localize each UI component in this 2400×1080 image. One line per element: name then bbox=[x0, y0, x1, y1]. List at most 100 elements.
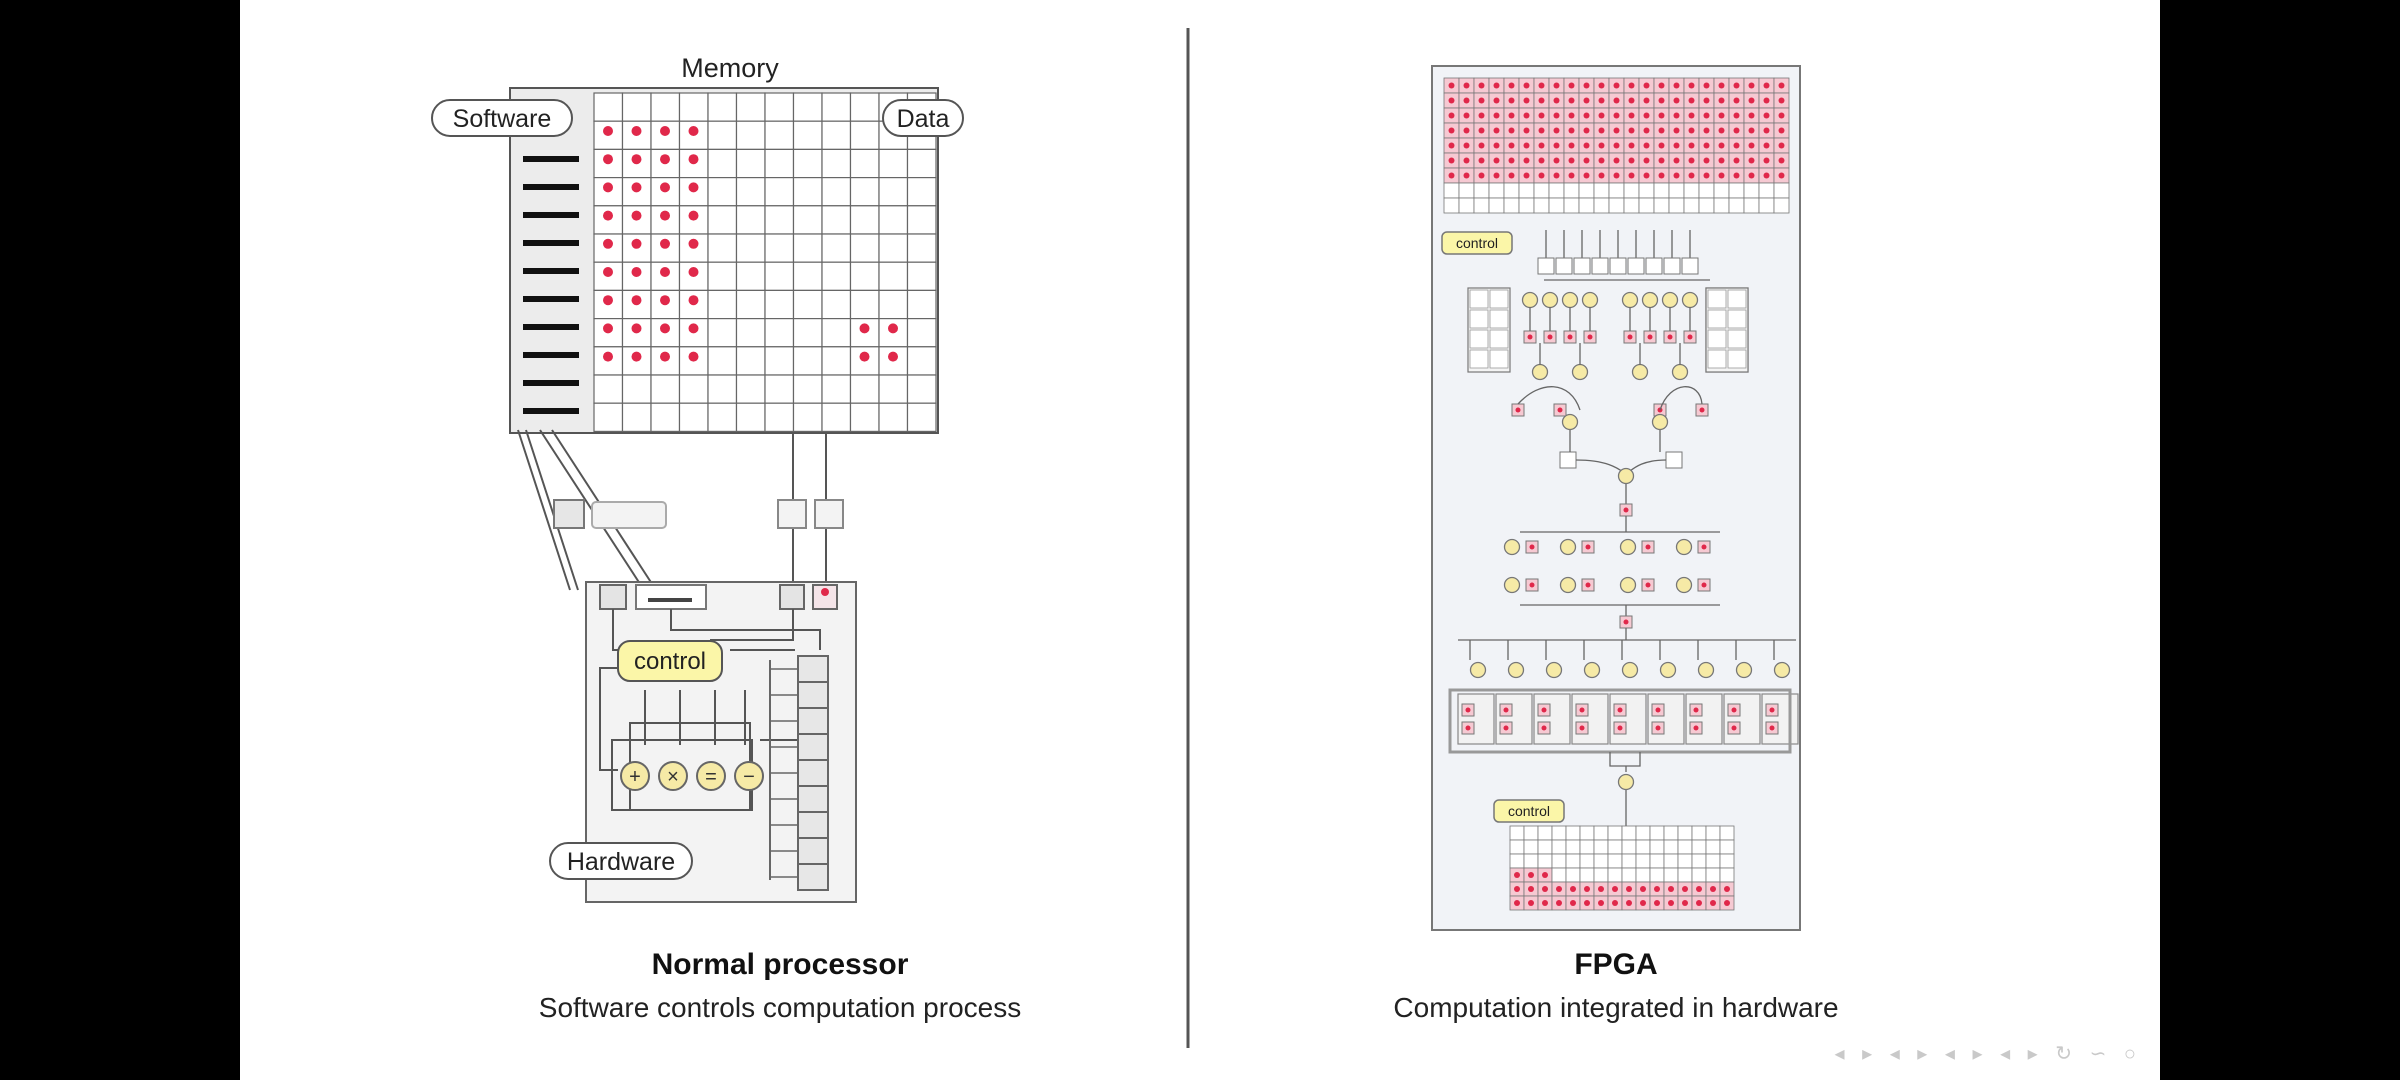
data-dot bbox=[631, 182, 642, 193]
fpga-data-dot bbox=[1463, 97, 1470, 104]
fpga-register-dot bbox=[1701, 582, 1707, 588]
memory-cell bbox=[678, 92, 709, 122]
fpga-output-memory bbox=[1509, 825, 1735, 911]
memory-cell bbox=[593, 233, 624, 263]
memory-cell bbox=[764, 402, 795, 433]
fpga-data-dot bbox=[1628, 82, 1635, 89]
fpga-side-cell bbox=[1469, 289, 1489, 309]
fpga-memory-cell bbox=[1683, 182, 1700, 199]
memory-cell bbox=[764, 92, 795, 122]
fpga-data-dot bbox=[1448, 82, 1455, 89]
fpga-op-node bbox=[1651, 413, 1669, 431]
data-dot bbox=[859, 323, 870, 334]
fpga-input-memory bbox=[1443, 77, 1790, 214]
fpga-op-node bbox=[1617, 773, 1635, 791]
fpga-memory-cell bbox=[1728, 182, 1745, 199]
fpga-data-dot bbox=[1748, 82, 1755, 89]
memory-cell bbox=[821, 346, 852, 376]
fpga-data-dot bbox=[1508, 172, 1515, 179]
fpga-memory-cell bbox=[1503, 197, 1520, 214]
fpga-op-node bbox=[1545, 661, 1563, 679]
fpga-data-dot bbox=[1598, 142, 1605, 149]
memory-cell bbox=[792, 120, 823, 150]
fpga-op-node bbox=[1671, 363, 1689, 381]
fpga-op-node bbox=[1675, 538, 1693, 556]
fpga-memory-cell bbox=[1668, 182, 1685, 199]
fpga-data-dot bbox=[1718, 157, 1725, 164]
fpga-data-dot bbox=[1628, 112, 1635, 119]
fpga-data-dot bbox=[1778, 82, 1785, 89]
fpga-data-dot bbox=[1553, 82, 1560, 89]
fpga-memory-cell bbox=[1683, 197, 1700, 214]
alu-op-circle bbox=[734, 761, 764, 791]
fpga-data-dot bbox=[1733, 127, 1740, 134]
fpga-op-node bbox=[1621, 661, 1639, 679]
fpga-output-cell bbox=[1537, 839, 1553, 855]
fpga-diagram: control control bbox=[1431, 65, 1801, 931]
data-dot bbox=[603, 126, 613, 136]
fpga-data-dot bbox=[1748, 142, 1755, 149]
fpga-buffer bbox=[1627, 257, 1645, 275]
fpga-output-dot bbox=[1710, 900, 1716, 906]
fpga-op-node bbox=[1507, 661, 1525, 679]
fpga-register-dot bbox=[1693, 707, 1699, 713]
fpga-register-dot bbox=[1579, 707, 1585, 713]
fpga-register-dot bbox=[1529, 544, 1535, 550]
fpga-register-dot bbox=[1769, 707, 1775, 713]
memory-cell bbox=[764, 318, 795, 348]
fpga-data-dot bbox=[1553, 97, 1560, 104]
register-cell bbox=[797, 837, 829, 865]
fpga-op-node bbox=[1583, 661, 1601, 679]
fpga-output-cell bbox=[1579, 867, 1595, 883]
fpga-memory-cell bbox=[1653, 182, 1670, 199]
fpga-data-dot bbox=[1613, 82, 1620, 89]
fpga-register-dot bbox=[1623, 507, 1629, 513]
data-dot bbox=[688, 295, 699, 306]
memory-cell bbox=[621, 374, 652, 404]
fpga-op-node bbox=[1619, 538, 1637, 556]
memory-cell bbox=[593, 402, 624, 433]
fpga-output-cell bbox=[1621, 867, 1637, 883]
fpga-op-node bbox=[1469, 661, 1487, 679]
fpga-data-dot bbox=[1763, 157, 1770, 164]
fpga-memory-cell bbox=[1728, 197, 1745, 214]
fpga-data-dot bbox=[1583, 127, 1590, 134]
fpga-data-dot bbox=[1703, 172, 1710, 179]
fpga-output-cell bbox=[1509, 853, 1525, 869]
memory-cell bbox=[849, 374, 880, 404]
fpga-data-dot bbox=[1643, 112, 1650, 119]
memory-cell bbox=[849, 120, 880, 150]
fpga-output-cell bbox=[1523, 839, 1539, 855]
slide-navigation-icons[interactable]: ◂ ▸ ◂ ▸ ◂ ▸ ◂ ▸ ↻ ∽ ○ bbox=[1834, 1043, 2142, 1065]
register-cell bbox=[797, 759, 829, 787]
memory-cell bbox=[878, 177, 909, 207]
fpga-memory-cell bbox=[1578, 182, 1595, 199]
fpga-output-dot bbox=[1556, 886, 1562, 892]
fpga-register-dot bbox=[1527, 334, 1533, 340]
fpga-data-dot bbox=[1628, 142, 1635, 149]
fpga-memory-cell bbox=[1473, 197, 1490, 214]
data-dot bbox=[631, 154, 642, 165]
fpga-register-dot bbox=[1503, 707, 1509, 713]
fpga-output-cell bbox=[1551, 853, 1567, 869]
fpga-output-dot bbox=[1682, 886, 1688, 892]
memory-cell bbox=[792, 289, 823, 320]
fpga-output-dot bbox=[1724, 886, 1730, 892]
fpga-output-cell bbox=[1677, 825, 1693, 841]
fpga-output-cell bbox=[1565, 867, 1581, 883]
fpga-data-dot bbox=[1733, 97, 1740, 104]
memory-cell bbox=[707, 233, 738, 263]
alu-op-circle bbox=[658, 761, 688, 791]
alu-operations: +×=− bbox=[611, 739, 764, 811]
fpga-data-dot bbox=[1478, 97, 1485, 104]
fpga-buffer bbox=[1537, 257, 1555, 275]
fpga-op-node bbox=[1531, 363, 1549, 381]
memory-cell bbox=[878, 233, 909, 263]
fpga-data-dot bbox=[1448, 97, 1455, 104]
fpga-data-dot bbox=[1568, 127, 1575, 134]
fpga-output-dot bbox=[1514, 872, 1520, 878]
fpga-side-cell bbox=[1727, 329, 1747, 349]
data-dot bbox=[631, 238, 642, 249]
fpga-register-dot bbox=[1623, 619, 1629, 625]
memory-cell bbox=[707, 120, 738, 150]
